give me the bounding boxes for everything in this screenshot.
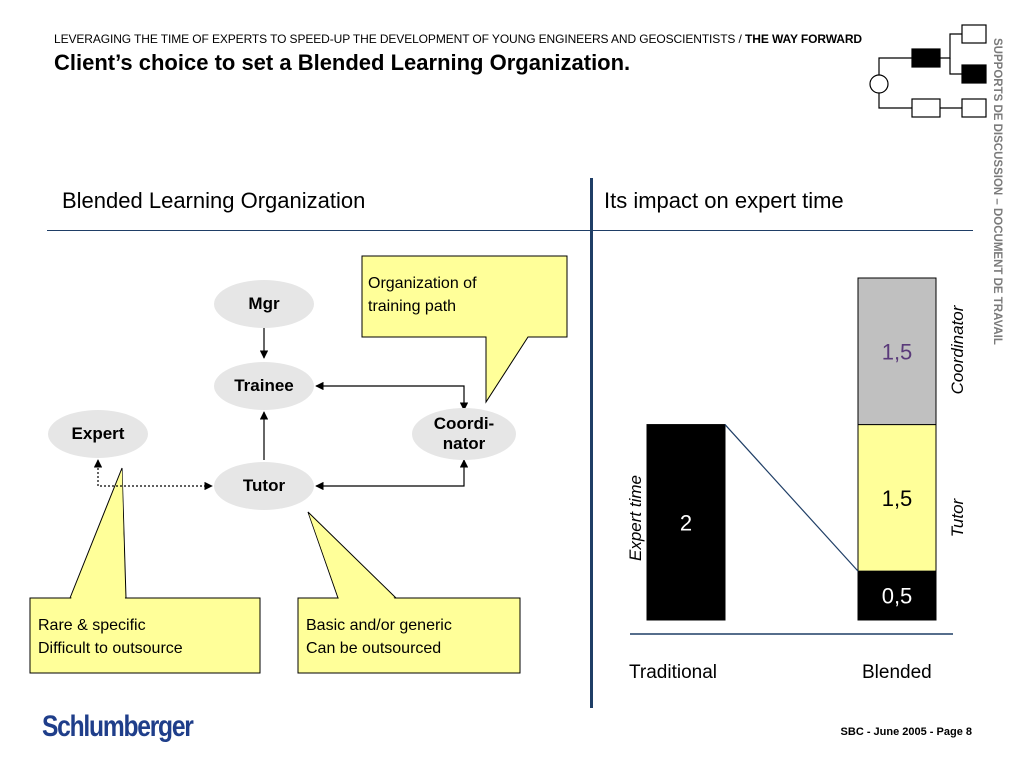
right-section-heading: Its impact on expert time	[604, 188, 844, 213]
category-label-traditional: Traditional	[629, 662, 718, 683]
section-divider	[47, 230, 973, 231]
column-divider	[590, 178, 593, 708]
series-label-coordinator: Coordinator	[948, 305, 967, 395]
callout-basic	[297, 511, 521, 674]
node-mgr: Mgr	[214, 280, 314, 328]
series-label-tutor: Tutor	[948, 498, 967, 538]
bar-blended-expert-time	[857, 570, 937, 621]
comparison-connector-line	[724, 424, 859, 572]
expert-time-chart: 2 0,5 1,5 1,5	[600, 240, 980, 710]
header-subtitle: LEVERAGING THE TIME OF EXPERTS TO SPEED-…	[54, 32, 862, 46]
node-coordinator: Coordi-nator	[412, 408, 516, 460]
series-label-expert-time: Expert time	[626, 475, 645, 561]
org-diagram-connectors	[29, 255, 568, 674]
org-tree-icon	[869, 24, 987, 118]
bar-blended-tutor	[857, 424, 937, 572]
bar-label-traditional-expert-time: 2	[680, 510, 692, 535]
bar-label-blended-expert-time: 0,5	[882, 584, 913, 609]
side-label: SUPPORTS DE DISCUSSION – DOCUMENT DE TRA…	[991, 38, 1003, 345]
expert-time-chart-svg: 2 0,5 1,5 1,5	[630, 277, 953, 635]
page-title: Client’s choice to set a Blended Learnin…	[54, 50, 631, 75]
callout-organization	[361, 255, 568, 404]
left-section-heading: Blended Learning Organization	[62, 188, 366, 213]
page-footer: SBC - June 2005 - Page 8	[840, 726, 972, 738]
category-label-blended: Blended	[862, 662, 932, 683]
node-trainee: Trainee	[214, 362, 314, 410]
bar-label-blended-coordinator: 1,5	[882, 339, 913, 364]
schlumberger-logo: Schlumberger	[42, 710, 194, 743]
node-tutor: Tutor	[214, 462, 314, 510]
bar-blended-coordinator	[857, 277, 937, 426]
bar-traditional-expert-time	[646, 424, 726, 621]
node-expert: Expert	[48, 410, 148, 458]
bar-label-blended-tutor: 1,5	[882, 486, 913, 511]
